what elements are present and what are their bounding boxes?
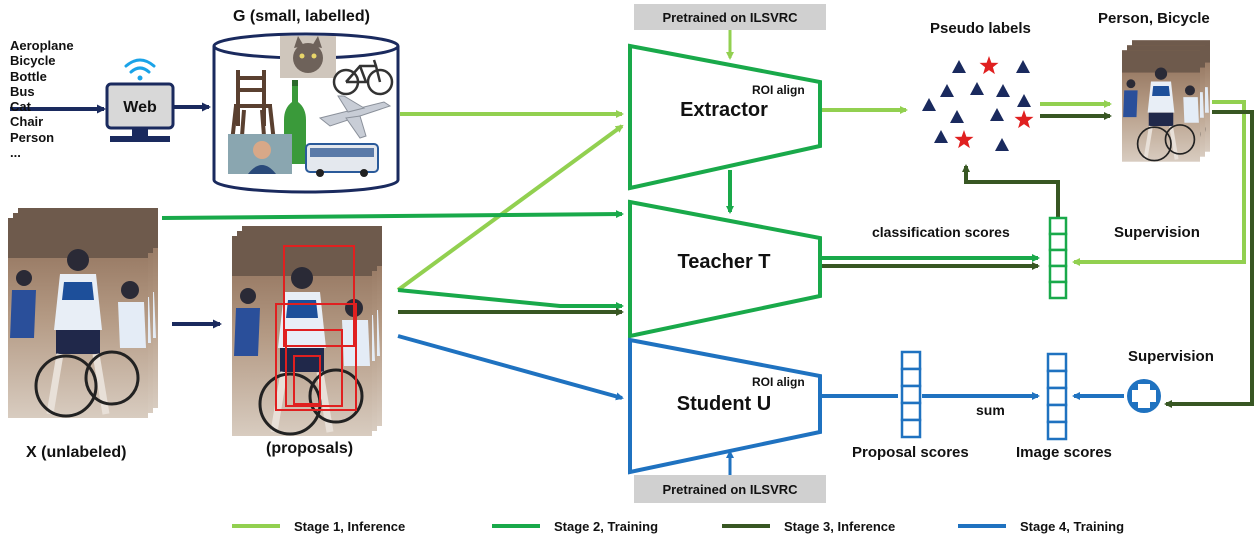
supervision-top-label: Supervision bbox=[1114, 224, 1200, 241]
web-label: Web bbox=[123, 99, 157, 116]
class-item: Bus bbox=[10, 83, 35, 99]
wifi-icon bbox=[124, 58, 156, 81]
extractor-roi-label: ROI align bbox=[752, 83, 805, 97]
legend-item-stage4: Stage 4, Training bbox=[958, 518, 1124, 534]
student-roi-label: ROI align bbox=[752, 375, 805, 389]
person-bicycle-title: Person, Bicycle bbox=[1098, 10, 1210, 27]
arrow-cls-to-pseudo bbox=[962, 164, 1060, 218]
cat-image bbox=[280, 36, 336, 78]
class-list: Aeroplane Bicycle Bottle Bus Cat Chair P… bbox=[10, 38, 74, 160]
proposal-scores-column bbox=[900, 350, 922, 439]
aeroplane-image bbox=[318, 95, 392, 139]
arrow-proposals-to-teacher bbox=[397, 288, 624, 310]
arrow-supervision-to-cls bbox=[1072, 100, 1246, 266]
person-bicycle-image-stack bbox=[1122, 40, 1210, 162]
legend-swatch bbox=[722, 524, 770, 528]
pretrained-bottom-box: Pretrained on ILSVRC bbox=[634, 475, 826, 503]
x-label: X (unlabeled) bbox=[26, 444, 127, 461]
legend-item-stage1: Stage 1, Inference bbox=[232, 518, 405, 534]
class-item: Aeroplane bbox=[10, 38, 74, 53]
arrow-x-to-teacher bbox=[161, 210, 624, 220]
bus-image bbox=[305, 143, 379, 177]
proposals-image-stack bbox=[232, 226, 382, 436]
chair-image bbox=[230, 70, 276, 143]
plus-circle-icon bbox=[1127, 379, 1161, 413]
image-scores-column bbox=[1046, 352, 1068, 441]
supervision-bottom-label: Supervision bbox=[1128, 348, 1214, 365]
legend-swatch bbox=[958, 524, 1006, 528]
class-item: Person bbox=[10, 129, 55, 145]
pseudo-labels-cluster bbox=[922, 60, 1031, 151]
legend-label: Stage 4, Training bbox=[1020, 518, 1125, 534]
extractor-name: Extractor bbox=[680, 99, 768, 121]
pseudo-labels-title: Pseudo labels bbox=[930, 20, 1031, 37]
classification-scores-label: classification scores bbox=[872, 224, 1010, 240]
x-image-stack bbox=[8, 208, 158, 418]
person-image bbox=[228, 134, 292, 174]
legend-item-stage3: Stage 3, Inference bbox=[722, 518, 895, 534]
teacher-name: Teacher T bbox=[678, 251, 771, 273]
arrow-proposals-to-student bbox=[397, 334, 624, 401]
g-label: G (small, labelled) bbox=[233, 8, 370, 25]
web-monitor-icon bbox=[105, 82, 175, 142]
legend-swatch bbox=[232, 524, 280, 528]
student-module bbox=[628, 337, 822, 475]
legend-swatch bbox=[492, 524, 540, 528]
class-item: Chair bbox=[10, 114, 44, 130]
proposal-scores-label: Proposal scores bbox=[852, 444, 969, 461]
teacher-module bbox=[628, 199, 822, 339]
legend-label: Stage 1, Inference bbox=[294, 518, 406, 534]
proposal-boxes bbox=[275, 245, 357, 411]
proposals-label: (proposals) bbox=[266, 440, 354, 457]
legend-label: Stage 2, Training bbox=[554, 518, 659, 534]
class-item: ... bbox=[10, 145, 21, 161]
pretrained-top-box: Pretrained on ILSVRC bbox=[634, 4, 826, 30]
legend-label: Stage 3, Inference bbox=[784, 518, 896, 534]
extractor-module bbox=[628, 43, 822, 191]
arrow-proposals-to-extractor bbox=[396, 124, 624, 292]
class-item: Cat bbox=[10, 99, 31, 115]
legend-item-stage2: Stage 2, Training bbox=[492, 518, 658, 534]
arrow-person-to-plus bbox=[1164, 110, 1254, 408]
image-scores-label: Image scores bbox=[1016, 444, 1112, 461]
bicycle-image bbox=[332, 59, 394, 96]
class-item: Bicycle bbox=[10, 53, 56, 69]
class-item: Bottle bbox=[10, 68, 47, 84]
sum-label: sum bbox=[976, 402, 1005, 418]
pseudo-label-stars bbox=[954, 56, 1034, 149]
classification-scores-column bbox=[1048, 216, 1068, 300]
student-name: Student U bbox=[677, 393, 771, 415]
